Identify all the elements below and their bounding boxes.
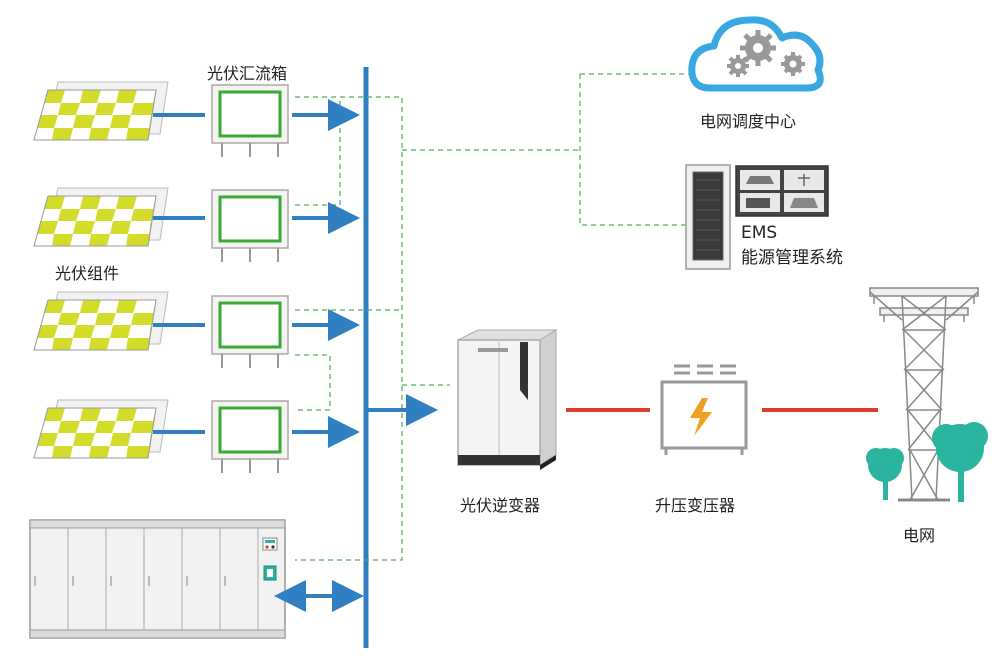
tree-icon [866, 448, 904, 500]
inverter-cabinet [457, 329, 558, 470]
combiner-box-4 [210, 399, 290, 475]
transformer-label: 升压变压器 [655, 496, 736, 515]
pv-module-2 [33, 187, 169, 247]
combiner-box-2 [210, 188, 290, 264]
pv-module-3 [33, 291, 169, 351]
combiner-box-1 [210, 83, 290, 159]
tree-icon [932, 422, 988, 502]
combiner-box-label: 光伏汇流箱 [207, 64, 288, 83]
monitor-screens-icon [735, 165, 829, 217]
pv-module-label: 光伏组件 [55, 264, 120, 283]
grid-label: 电网 [903, 526, 936, 545]
communication-lines [295, 73, 690, 561]
pv-module-1 [33, 81, 169, 141]
dispatch-center-label: 电网调度中心 [700, 112, 797, 131]
transformer-bolt-icon [660, 364, 748, 455]
pv-module-4 [33, 399, 169, 459]
battery-cabinet [29, 519, 286, 639]
cloud-gears-icon [688, 16, 824, 92]
server-cabinet-icon [685, 164, 731, 270]
transmission-tower-icon [869, 287, 979, 502]
ems-subtitle-label: 能源管理系统 [741, 248, 843, 268]
inverter-label: 光伏逆变器 [460, 496, 541, 515]
ems-label: EMS [741, 223, 778, 243]
combiner-box-3 [210, 294, 290, 370]
